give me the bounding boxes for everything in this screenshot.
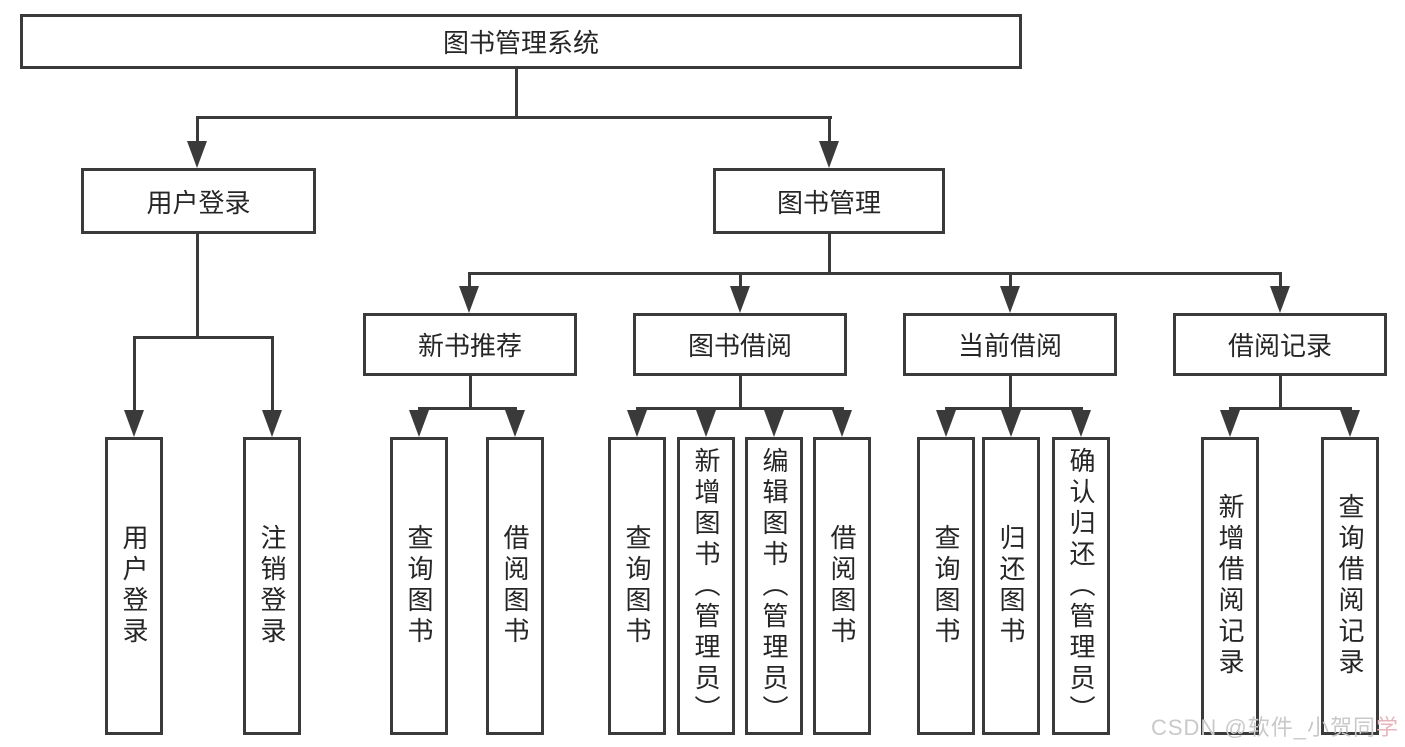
- watermark: CSDN @软件_小贺同学: [1151, 710, 1399, 742]
- node-label: 新书推荐: [417, 331, 522, 361]
- leaf-edit-book-admin: 编辑图书（管理员）: [745, 437, 803, 735]
- leaf-return-books: 归还图书: [982, 437, 1040, 735]
- leaf-borrow-books: 借阅图书: [813, 437, 871, 735]
- node-root: 图书管理系统: [20, 14, 1022, 69]
- arrow-down-icon: [1000, 286, 1020, 313]
- node-label: 归还图书: [996, 524, 1026, 648]
- connector-line: [1229, 407, 1351, 410]
- arrow-down-icon: [696, 410, 716, 437]
- leaf-logout: 注销登录: [243, 437, 301, 735]
- connector-line: [133, 336, 136, 414]
- node-label: 编辑图书（管理员）: [759, 446, 789, 726]
- arrow-down-icon: [505, 410, 525, 437]
- watermark-text: CSDN @软件_小贺同: [1150, 715, 1376, 740]
- arrow-down-icon: [819, 141, 839, 168]
- leaf-query-books-borrow: 查询图书: [608, 437, 666, 735]
- leaf-add-borrow-record: 新增借阅记录: [1201, 437, 1259, 735]
- node-label: 图书借阅: [687, 331, 792, 361]
- connector-line: [828, 234, 831, 275]
- connector-line: [133, 336, 274, 339]
- connector-line: [468, 272, 471, 290]
- connector-line: [636, 407, 844, 410]
- node-label: 借阅图书: [500, 524, 530, 648]
- connector-line: [1009, 376, 1012, 410]
- leaf-query-borrow-record: 查询借阅记录: [1321, 437, 1379, 735]
- node-label: 新增借阅记录: [1215, 493, 1245, 679]
- leaf-add-book-admin: 新增图书（管理员）: [677, 437, 735, 735]
- leaf-query-books-current: 查询图书: [917, 437, 975, 735]
- node-label: 新增图书（管理员）: [691, 446, 721, 726]
- node-label: 借阅图书: [827, 524, 857, 648]
- arrow-down-icon: [459, 286, 479, 313]
- connector-line: [828, 116, 831, 146]
- arrow-down-icon: [409, 410, 429, 437]
- connector-line: [196, 234, 199, 339]
- node-label: 用户登录: [146, 187, 251, 218]
- node-label: 当前借阅: [957, 331, 1062, 361]
- arrow-down-icon: [187, 141, 207, 168]
- connector-line: [271, 336, 274, 414]
- leaf-user-login: 用户登录: [105, 437, 163, 735]
- connector-line: [196, 116, 199, 146]
- arrow-down-icon: [730, 286, 750, 313]
- connector-line: [1279, 376, 1282, 410]
- node-label: 查询借阅记录: [1335, 493, 1365, 679]
- connector-line: [739, 272, 742, 290]
- arrow-down-icon: [627, 410, 647, 437]
- arrow-down-icon: [1270, 286, 1290, 313]
- node-label: 查询图书: [931, 524, 961, 648]
- connector-line: [1279, 272, 1282, 290]
- node-new-book-recommend: 新书推荐: [363, 313, 577, 376]
- arrow-down-icon: [124, 410, 144, 437]
- node-label: 确认归还（管理员）: [1066, 446, 1096, 726]
- node-label: 图书管理系统: [442, 28, 599, 58]
- leaf-query-books-recommend: 查询图书: [390, 437, 448, 735]
- connector-line: [468, 272, 1282, 275]
- connector-line: [945, 407, 1082, 410]
- arrow-down-icon: [832, 410, 852, 437]
- arrow-down-icon: [936, 410, 956, 437]
- arrow-down-icon: [764, 410, 784, 437]
- connector-line: [515, 68, 518, 119]
- watermark-accent-text: 学: [1375, 715, 1399, 740]
- connector-line: [739, 376, 742, 410]
- node-label: 查询图书: [404, 524, 434, 648]
- arrow-down-icon: [262, 410, 282, 437]
- node-current-borrow: 当前借阅: [903, 313, 1117, 376]
- arrow-down-icon: [1001, 410, 1021, 437]
- node-label: 图书管理: [776, 187, 881, 218]
- connector-line: [469, 376, 472, 410]
- arrow-down-icon: [1340, 410, 1360, 437]
- connector-line: [1009, 272, 1012, 290]
- arrow-down-icon: [1071, 410, 1091, 437]
- node-label: 借阅记录: [1227, 331, 1332, 361]
- node-label: 注销登录: [257, 524, 287, 648]
- arrow-down-icon: [1220, 410, 1240, 437]
- connector-line: [196, 116, 832, 119]
- node-user-login: 用户登录: [81, 168, 316, 234]
- node-book-management: 图书管理: [713, 168, 945, 234]
- node-label: 查询图书: [622, 524, 652, 648]
- leaf-confirm-return-admin: 确认归还（管理员）: [1052, 437, 1110, 735]
- node-label: 用户登录: [119, 524, 149, 648]
- node-book-borrow: 图书借阅: [633, 313, 847, 376]
- node-borrow-records: 借阅记录: [1173, 313, 1387, 376]
- leaf-borrow-books-recommend: 借阅图书: [486, 437, 544, 735]
- connector-line: [418, 407, 517, 410]
